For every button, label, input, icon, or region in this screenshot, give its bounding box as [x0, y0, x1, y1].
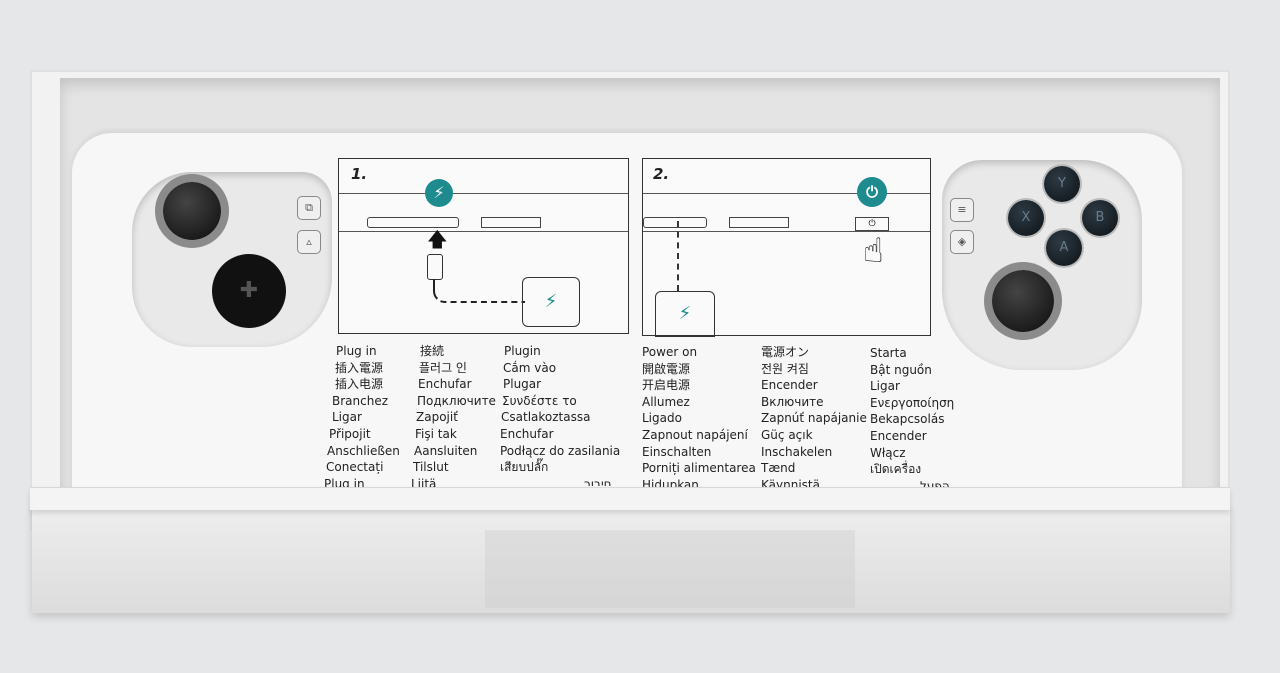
label: 플러그 인 — [419, 360, 467, 375]
label: Plugar — [503, 377, 542, 392]
label: 插入電源 — [335, 360, 384, 375]
plug-in-col-1: Plug in 插入電源 插入电源 Branchez Ligar Připoji… — [324, 343, 400, 492]
label: Ligado — [642, 411, 682, 426]
label: Allumez — [642, 394, 690, 409]
arrow-up-icon: 🡅 — [427, 227, 448, 251]
volume-rocker — [729, 217, 789, 228]
label: Tilslut — [413, 460, 449, 475]
label: Zapnout napájení — [642, 427, 748, 442]
power-button: ⏻ — [855, 217, 889, 231]
tray-front-edge — [30, 487, 1230, 510]
armoury-button-icon: ◈ — [950, 230, 974, 254]
x-button: X — [1008, 200, 1044, 236]
label: Включите — [761, 394, 824, 409]
label: Starta — [870, 346, 907, 360]
cable — [677, 221, 689, 291]
label: Plug in — [336, 344, 377, 358]
label: Csatlakoztassa — [501, 410, 591, 425]
right-joystick — [992, 270, 1054, 332]
label: Zapojiť — [416, 410, 458, 425]
label: เปิดเครื่อง — [870, 462, 922, 477]
label: Aansluiten — [414, 443, 478, 458]
label: Tænd — [761, 461, 796, 476]
label: Podłącz do zasilania — [500, 443, 621, 458]
label: Inschakelen — [761, 444, 833, 459]
power-icon: ⏻ — [857, 177, 887, 207]
label: Enchufar — [500, 426, 554, 441]
label: 开启电源 — [642, 378, 691, 393]
label: Συνδέστε το — [502, 393, 577, 408]
b-button: B — [1082, 200, 1118, 236]
box-lid — [32, 505, 1230, 613]
finger-press-icon: ☝ — [863, 231, 884, 271]
label: Güç açık — [761, 427, 813, 442]
charger-icon: ⚡ — [655, 291, 715, 337]
power-on-col-1: Power on 開啟電源 开启电源 Allumez Ligado Zapnou… — [642, 344, 756, 489]
power-on-col-2: 電源オン 전원 켜짐 Encender Включите Zapnúť napá… — [761, 344, 867, 488]
label: 接続 — [420, 344, 445, 358]
label: Cắm vào — [503, 360, 557, 375]
usb-c-port — [367, 217, 459, 228]
charger-icon: ⚡ — [522, 277, 580, 327]
label: Ligar — [870, 379, 900, 394]
label: เสียบปลั๊ก — [500, 460, 549, 475]
label: Ligar — [332, 410, 362, 425]
label: 電源オン — [761, 345, 810, 359]
step-1-diagram: 1. ⚡ 🡅 ⚡ — [338, 158, 629, 334]
label: Porniți alimentarea — [642, 461, 756, 476]
menu-button-icon: ≡ — [950, 198, 974, 222]
label: Conectați — [326, 460, 384, 475]
volume-rocker — [481, 217, 541, 228]
plug-in-col-3: Plugin Cắm vào Plugar Συνδέστε το Csatla… — [500, 343, 620, 486]
label: Encender — [870, 428, 927, 443]
label: Fişi tak — [415, 426, 457, 441]
label: הפעל — [920, 478, 950, 488]
view-button-icon: ⧉ — [297, 196, 321, 220]
lightning-icon: ⚡ — [425, 179, 453, 207]
label: Enchufar — [418, 377, 472, 392]
tape — [485, 530, 855, 608]
cable — [433, 279, 525, 303]
label: Plugin — [504, 344, 541, 358]
label: חיבור — [584, 476, 612, 486]
left-joystick — [163, 182, 221, 240]
label: Einschalten — [642, 444, 712, 459]
label: Подключите — [417, 393, 496, 408]
step-2-diagram: 2. ⏻ ⏻ ☝ ⚡ — [642, 158, 931, 337]
label: Hidupkan — [642, 477, 699, 489]
plug-in-col-2: 接続 플러그 인 Enchufar Подключите Zapojiť Fiş… — [411, 343, 496, 492]
label: Encender — [761, 378, 818, 393]
label: Włącz — [870, 445, 906, 460]
label: 開啟電源 — [642, 361, 691, 376]
step-number: 2. — [653, 165, 670, 183]
label: Bật nguồn — [870, 362, 932, 377]
label: Power on — [642, 345, 698, 359]
label: Připojit — [329, 426, 371, 441]
label: 전원 켜짐 — [761, 361, 809, 376]
command-button-icon: ▵ — [297, 230, 321, 254]
label: Käynnistä — [761, 477, 820, 488]
label: Anschließen — [327, 443, 400, 458]
label: Bekapcsolás — [870, 412, 945, 427]
right-controller-cutout — [942, 160, 1142, 370]
usb-plug — [427, 254, 443, 280]
usb-c-port — [643, 217, 707, 228]
y-button: Y — [1044, 166, 1080, 202]
a-button: A — [1046, 230, 1082, 266]
label: Ενεργοποίηση — [870, 395, 955, 410]
step-number: 1. — [351, 165, 368, 183]
power-on-col-3: Starta Bật nguồn Ligar Ενεργοποίηση Beka… — [870, 345, 954, 488]
label: Zapnúť napájanie — [761, 411, 867, 426]
label: Branchez — [332, 393, 389, 408]
dpad-icon: ✚ — [212, 254, 286, 328]
label: 插入电源 — [335, 377, 384, 392]
